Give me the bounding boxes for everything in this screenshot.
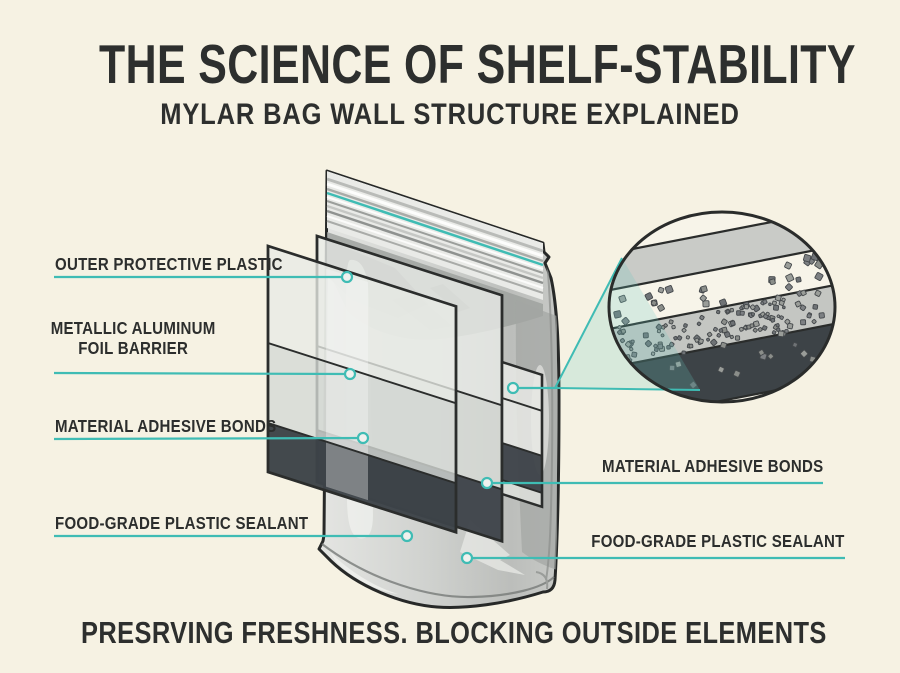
label-material-adhesive-bonds-right: MATERIAL ADHESIVE BONDS	[601, 456, 823, 476]
dot-adhesive-right	[480, 476, 494, 490]
leader-dots	[340, 270, 520, 565]
dot-lens-source	[506, 381, 520, 395]
magnifier-lens	[554, 210, 837, 404]
label-food-grade-plastic-sealant: FOOD-GRADE PLASTIC SEALANT	[55, 513, 309, 533]
label-metallic-aluminum-foil-barrier: METALLIC ALUMINUM FOIL BARRIER	[50, 318, 216, 359]
label-food-grade-plastic-sealant-right: FOOD-GRADE PLASTIC SEALANT	[591, 531, 845, 551]
page-title: THE SCIENCE OF SHELF-STABILITY	[99, 33, 856, 95]
bag-bottom-gusset	[321, 543, 555, 599]
label-outer-protective-plastic: OUTER PROTECTIVE PLASTIC	[55, 254, 283, 274]
dot-adhesive-left	[356, 431, 370, 445]
dot-outer-plastic	[340, 270, 354, 284]
leader-lines	[53, 275, 845, 560]
footer-tagline: PRESRVING FRESHNESS. BLOCKING OUTSIDE EL…	[81, 615, 827, 650]
ziplock-seal-line	[326, 191, 544, 267]
lens-outline	[607, 210, 837, 404]
adhesive-band-right	[502, 443, 542, 493]
label-material-adhesive-bonds: MATERIAL ADHESIVE BONDS	[55, 416, 277, 436]
lens-particles	[613, 252, 825, 389]
dot-sealant-right	[460, 551, 474, 565]
dot-foil-barrier	[343, 367, 357, 381]
layer-sheet-right	[500, 360, 544, 509]
magnifier-cone	[554, 257, 701, 391]
layer-sheet-front	[266, 244, 458, 535]
adhesive-band-front	[268, 423, 456, 533]
page-subtitle: MYLAR BAG WALL STRUCTURE EXPLAINED	[160, 98, 740, 131]
ziplock-stripes	[326, 171, 544, 300]
dot-sealant-left	[400, 529, 414, 543]
